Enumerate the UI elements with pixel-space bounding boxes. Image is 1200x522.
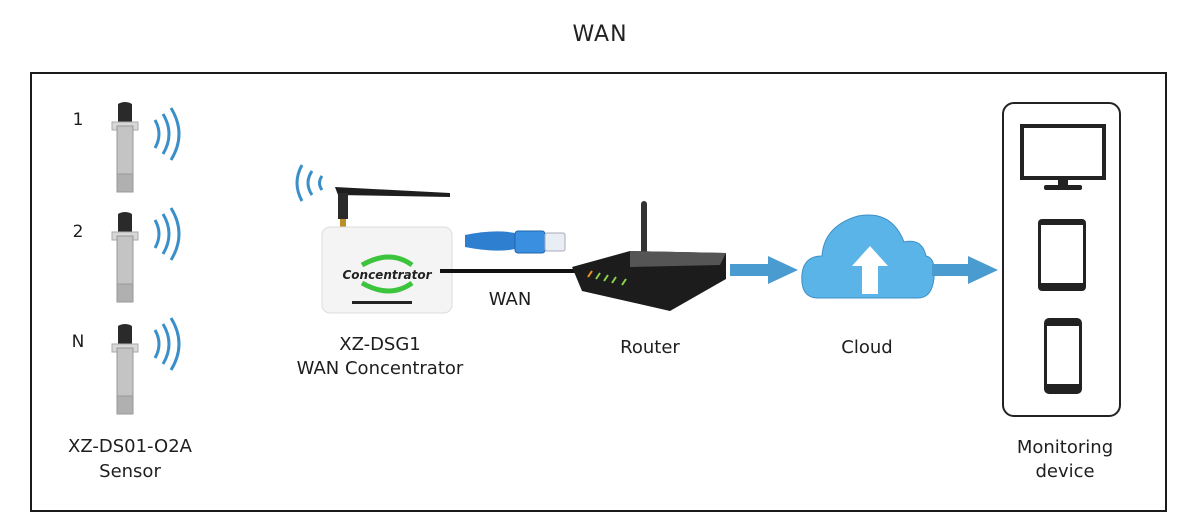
router-led-indicators (587, 270, 627, 286)
arrow-cloud-to-monitoring (932, 256, 998, 284)
smartphone-icon (1044, 318, 1082, 394)
sensor-1 (111, 102, 181, 193)
antenna-icon (335, 187, 450, 227)
concentrator-model-label: XZ-DSG1 (339, 334, 421, 355)
concentrator-name-label: WAN Concentrator (296, 358, 464, 379)
upload-arrow-icon (852, 246, 888, 294)
wireless-signal-icon (295, 164, 324, 202)
sensor-index-1: 1 (72, 110, 84, 130)
wireless-signal-icon (153, 107, 181, 161)
sensor-probe-icon (111, 324, 139, 415)
sensor-probe-icon (111, 102, 139, 193)
sensor-n (111, 317, 181, 415)
diagram-title: WAN (572, 22, 628, 47)
sensor-model-label: XZ-DS01-O2A (68, 436, 192, 457)
router-icon (572, 201, 726, 311)
monitoring-device-group (1002, 102, 1121, 417)
wireless-signal-icon (153, 317, 181, 371)
wan-link-line (440, 269, 575, 273)
sensor-name-label: Sensor (99, 461, 161, 482)
wan-link-label: WAN (488, 289, 532, 310)
tablet-icon (1038, 219, 1086, 291)
cloud-label: Cloud (841, 337, 893, 358)
sensor-2 (111, 207, 181, 303)
sensor-index-n: N (71, 332, 85, 352)
wireless-signal-icon (153, 207, 181, 261)
concentrator-device: Concentrator (295, 164, 453, 314)
arrow-router-to-cloud (730, 256, 798, 284)
cloud-icon (801, 214, 935, 299)
monitoring-label-line1: Monitoring (1016, 437, 1114, 458)
concentrator-device-text: Concentrator (342, 268, 432, 282)
diagram-frame (30, 72, 1167, 512)
monitoring-label-line2: device (1035, 461, 1095, 482)
sensor-probe-icon (111, 212, 139, 303)
ethernet-cable-icon (465, 230, 566, 254)
monitor-icon (1020, 124, 1106, 190)
sensor-index-2: 2 (72, 222, 84, 242)
router-label: Router (620, 337, 680, 358)
